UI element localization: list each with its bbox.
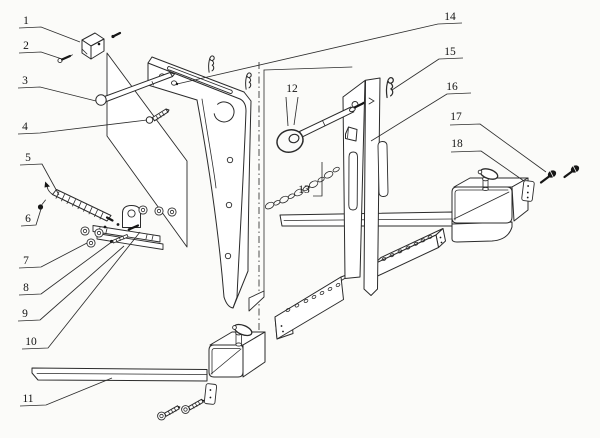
washers [80, 205, 177, 248]
part-label-3: 3 [22, 75, 28, 87]
clevis-pin-part3 [95, 72, 175, 106]
leader-line-4 [17, 119, 148, 135]
backing-plate-part18 [521, 180, 535, 202]
beam-slot [167, 66, 233, 95]
part-label-15: 15 [444, 46, 456, 58]
mounting-panel-plate [106, 52, 188, 248]
part-label-9: 9 [22, 308, 28, 320]
leader-line-12 [285, 96, 289, 127]
corner-hole-arc [213, 101, 235, 123]
leader-line-10 [21, 231, 141, 350]
hairpin-clip-icon [245, 72, 252, 90]
part-label-2: 2 [23, 40, 29, 52]
leader-dot-14 [175, 82, 179, 86]
handle-slot [348, 151, 358, 211]
part-label-17: 17 [450, 111, 462, 123]
t-handle-pin [477, 168, 499, 192]
ball-pin-part6 [37, 204, 44, 210]
leader-line-5 [19, 163, 60, 196]
leader-line-14 [176, 22, 463, 85]
part-label-18: 18 [451, 138, 463, 150]
part-label-12: 12 [286, 83, 298, 95]
spring-part5 [52, 189, 112, 222]
leader-line-8 [18, 240, 114, 296]
leader-line-18 [450, 150, 525, 182]
latch-screws [103, 223, 140, 244]
rail-holes [285, 283, 341, 312]
leader-line-2 [18, 51, 63, 60]
t-handle-pin [232, 323, 253, 347]
fork-bolts [157, 398, 205, 421]
leader-line-13 [313, 162, 323, 197]
leader-line-11 [19, 377, 113, 407]
right-fork-shank [451, 168, 529, 243]
part-label-14: 14 [444, 11, 456, 23]
part-label-7: 7 [23, 255, 29, 267]
leader-line-17 [449, 123, 547, 173]
left-fork-blade-part11 [31, 367, 208, 382]
leader-line-12 [293, 96, 299, 126]
hairpin-clip-icon [208, 55, 215, 73]
part-label-5: 5 [25, 152, 31, 164]
part-label-4: 4 [22, 121, 28, 133]
part-label-10: 10 [25, 336, 37, 348]
part-label-8: 8 [23, 282, 29, 294]
leader-line-7 [18, 242, 88, 269]
part-label-13: 13 [298, 184, 310, 196]
upright-bars [342, 77, 394, 296]
bottom-rail-left [274, 270, 358, 340]
clamp-block-part1 [81, 31, 122, 60]
part-label-6: 6 [25, 213, 31, 225]
latch-assembly [37, 181, 177, 250]
leader-line-15 [391, 57, 464, 91]
leader-line-3 [17, 86, 97, 102]
leader-line-6 [20, 208, 42, 227]
phantom-centerline-strip [248, 62, 353, 330]
screw-part2 [57, 54, 73, 64]
rail-holes [381, 235, 433, 261]
part-label-11: 11 [22, 393, 33, 405]
leader-line-1 [18, 26, 81, 43]
hairpin-clip-part15-icon [385, 77, 394, 99]
latch-plate-part10 [92, 225, 161, 243]
backing-plate [203, 383, 218, 405]
ring-pin-part12 [276, 101, 365, 153]
bolts-part17 [539, 165, 580, 184]
handle-slot [377, 141, 389, 197]
left-fork-assembly [31, 323, 266, 421]
leader-line-16 [370, 92, 472, 142]
bottom-rail-right [373, 228, 446, 277]
carriage-frame-left [147, 55, 252, 309]
chevron-mark [368, 97, 375, 105]
part-label-16: 16 [446, 81, 458, 93]
upright-bar-front-part16 [363, 77, 381, 296]
leader-line-9 [17, 245, 125, 322]
part-label-1: 1 [23, 15, 29, 27]
